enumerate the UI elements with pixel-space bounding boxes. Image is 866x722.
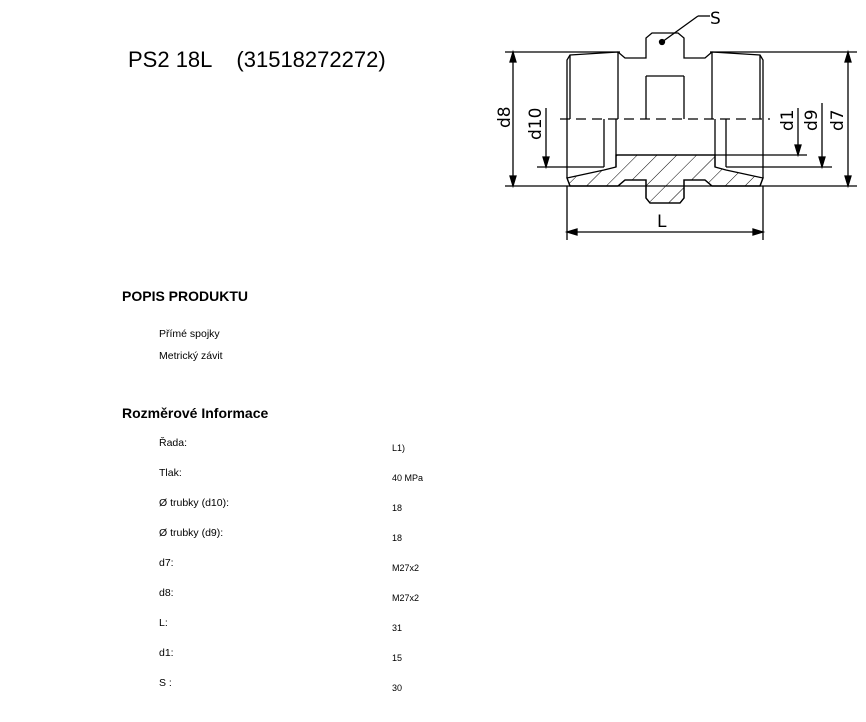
- dimension-label: Tlak:: [159, 467, 182, 479]
- dimension-value: 40 MPa: [392, 473, 424, 483]
- label-d10: d10: [526, 108, 546, 140]
- label-d9: d9: [802, 109, 822, 131]
- dimension-value: 15: [392, 653, 403, 663]
- dimension-label: L:: [159, 617, 168, 629]
- dimension-value: 30: [392, 683, 403, 693]
- product-title: PS2 18L (31518272272): [128, 47, 410, 73]
- product-name: PS2 18L: [128, 47, 213, 72]
- product-code: (31518272272): [236, 47, 386, 72]
- label-l: L: [657, 212, 667, 232]
- dimension-value: 31: [392, 623, 403, 633]
- dimension-label: Ø trubky (d10):: [159, 497, 230, 509]
- dimension-value: 18: [392, 533, 403, 543]
- dimension-label: d8:: [159, 587, 174, 599]
- dimension-label: Ø trubky (d9):: [159, 527, 224, 539]
- label-d8: d8: [495, 106, 515, 128]
- label-d7: d7: [828, 109, 848, 131]
- dimensions-heading: Rozměrové Informace: [122, 405, 269, 421]
- technical-drawing: S L d8 d10 d1 d9 d7: [495, 9, 857, 240]
- dimension-label: d7:: [159, 557, 174, 569]
- description-item: Přímé spojky: [159, 328, 220, 340]
- dimension-label: d1:: [159, 647, 174, 659]
- dimension-value: M27x2: [392, 563, 420, 573]
- description-heading: POPIS PRODUKTU: [122, 288, 249, 304]
- description-item: Metrický závit: [159, 350, 223, 362]
- label-d1: d1: [778, 109, 798, 131]
- dimension-value: 18: [392, 503, 403, 513]
- dimension-value: M27x2: [392, 593, 420, 603]
- dimension-value: L1): [392, 443, 406, 453]
- dimension-label: Řada:: [159, 437, 188, 449]
- dimension-label: S :: [159, 677, 172, 689]
- label-s: S: [710, 9, 721, 29]
